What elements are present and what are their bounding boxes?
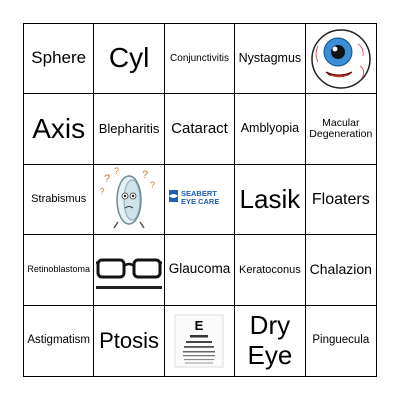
cell-label: Sphere (31, 48, 87, 68)
cell-label: Dry Eye (247, 309, 293, 370)
bingo-cell-macular-degeneration[interactable]: Macular Degeneration (305, 94, 376, 165)
cell-label: Conjunctivitis (170, 53, 229, 65)
eyeglasses-icon (96, 258, 163, 289)
bingo-cell-keratoconus[interactable]: Keratoconus (235, 235, 306, 306)
eye-chart-letter: E (195, 318, 204, 333)
cell-label: Amblyopia (240, 121, 300, 136)
bingo-cell-strabismus[interactable]: Strabismus (24, 164, 95, 236)
bingo-cell-ptosis[interactable]: Ptosis (94, 305, 165, 376)
bingo-cell-lasik[interactable]: Lasik (235, 164, 306, 236)
cell-label: Macular Degeneration (309, 116, 373, 141)
cell-label: Retinoblastoma (27, 263, 90, 274)
bingo-cell-contact-lens-image[interactable]: ? ? ? ? ? (94, 164, 165, 236)
bingo-cell-cataract[interactable]: Cataract (164, 94, 236, 165)
svg-text:?: ? (150, 180, 155, 190)
logo-line1: SEABERT (181, 189, 217, 198)
cell-label: Nystagmus (238, 50, 302, 65)
seabert-eye-care-logo: SEABERT EYE CARE (169, 189, 220, 206)
cell-label: Lasik (239, 184, 301, 215)
cell-label: Glaucoma (168, 261, 231, 277)
svg-text:?: ? (104, 173, 110, 185)
cell-label: Chalazion (309, 261, 372, 278)
bingo-cell-seabert-logo[interactable]: SEABERT EYE CARE (164, 164, 236, 236)
logo-line2: EYE CARE (181, 197, 219, 206)
bingo-cell-floaters[interactable]: Floaters (305, 165, 376, 236)
cell-label: Cyl (108, 42, 150, 74)
eye-chart-icon: E (174, 314, 224, 368)
bingo-cell-dry-eye[interactable]: Dry Eye (235, 305, 306, 376)
bingo-cell-glasses-image[interactable] (94, 235, 165, 306)
bingo-cell-glaucoma[interactable]: Glaucoma (164, 235, 236, 306)
bingo-cell-chalazion[interactable]: Chalazion (305, 235, 376, 306)
svg-text:?: ? (142, 169, 148, 181)
cell-label: Floaters (311, 190, 370, 208)
bingo-cell-astigmatism[interactable]: Astigmatism (24, 305, 95, 376)
cell-label: Keratoconus (239, 263, 301, 276)
bingo-cell-conjunctivitis[interactable]: Conjunctivitis (164, 24, 236, 95)
cell-label: Blepharitis (98, 120, 160, 136)
cell-label: Astigmatism (27, 334, 90, 347)
bingo-cell-pinguecula[interactable]: Pinguecula (306, 306, 376, 376)
bingo-cell-blepharitis[interactable]: Blepharitis (94, 94, 165, 165)
bingo-cell-amblyopia[interactable]: Amblyopia (235, 94, 306, 165)
cell-label: Cataract (171, 119, 228, 137)
confused-contact-lens-icon: ? ? ? ? ? (100, 166, 155, 229)
svg-text:?: ? (114, 166, 119, 176)
bingo-cell-eyeball-image[interactable] (305, 24, 376, 95)
bingo-cell-eye-chart-image[interactable]: E (165, 305, 236, 376)
cell-label: Ptosis (99, 327, 160, 353)
cell-label: Pinguecula (312, 334, 370, 347)
bingo-cell-retinoblastoma[interactable]: Retinoblastoma (24, 235, 95, 306)
bingo-cell-cyl[interactable]: Cyl (94, 24, 165, 95)
cartoon-eyeball-icon (311, 28, 371, 89)
bingo-cell-sphere[interactable]: Sphere (24, 24, 95, 95)
cell-label: Strabismus (31, 193, 87, 206)
bingo-board: Sphere Cyl Conjunctivitis Nystagmus (23, 23, 377, 377)
svg-text:?: ? (100, 187, 105, 196)
bingo-cell-axis[interactable]: Axis (24, 94, 95, 165)
bingo-grid: Sphere Cyl Conjunctivitis Nystagmus (24, 24, 376, 376)
cell-label: Axis (32, 112, 86, 144)
bingo-cell-nystagmus[interactable]: Nystagmus (235, 24, 306, 95)
